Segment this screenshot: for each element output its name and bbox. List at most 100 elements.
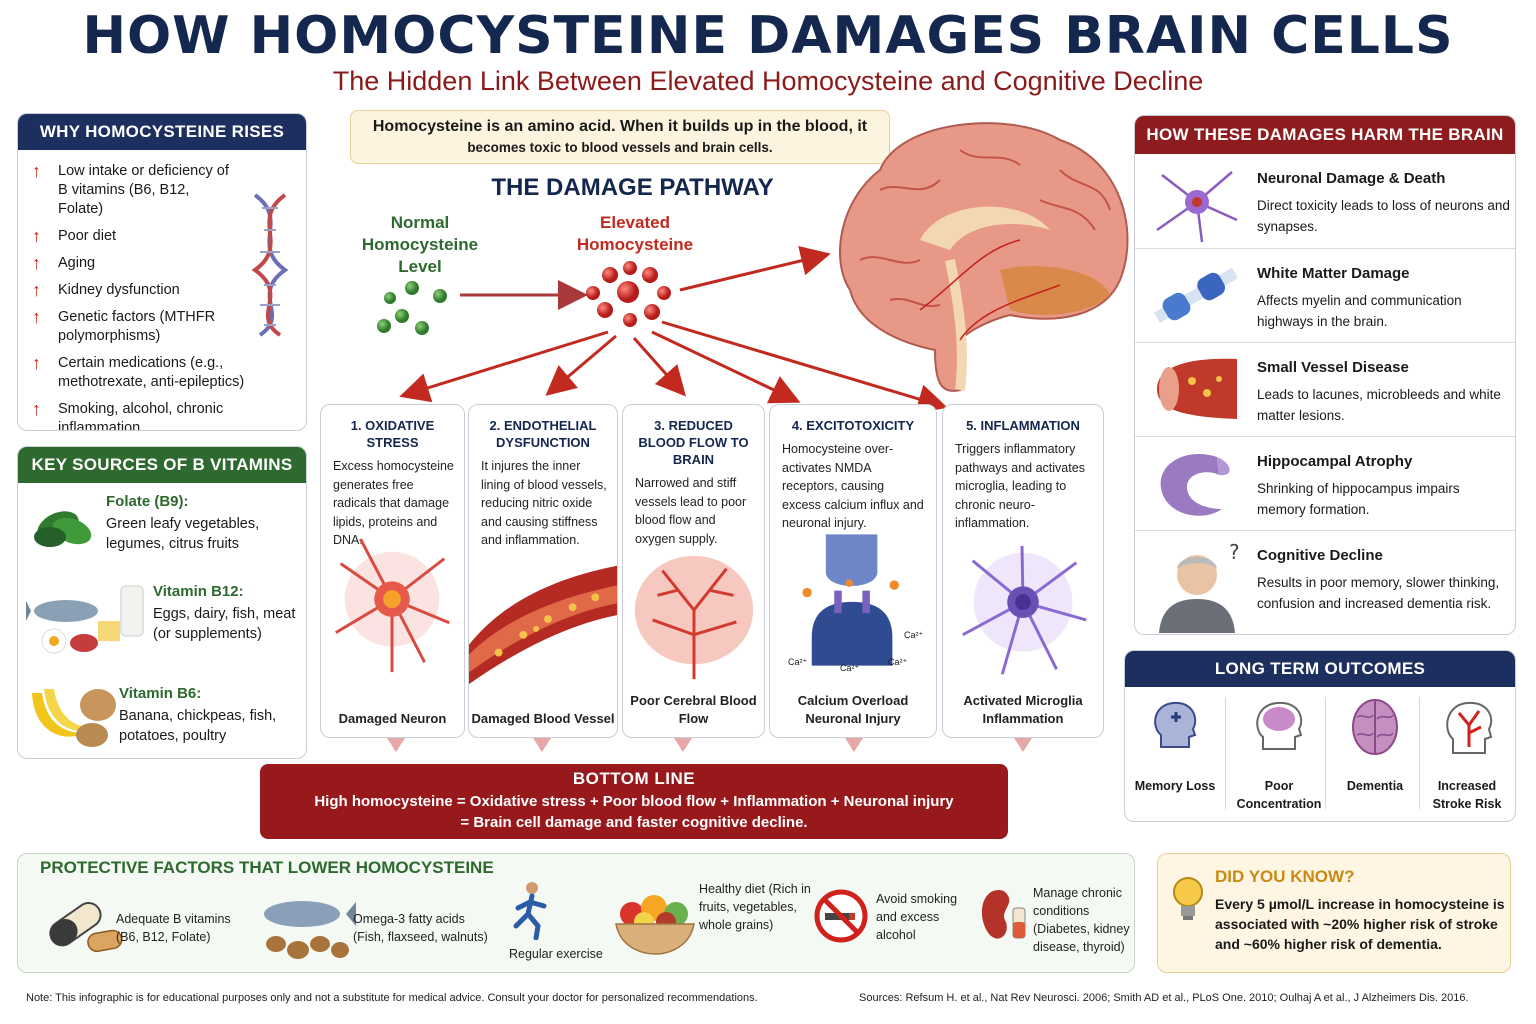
harm-item: Neuronal Damage & Death Direct toxicity … <box>1135 154 1515 248</box>
harm-item-text: Shrinking of hippocampus impairs memory … <box>1257 481 1460 517</box>
myelin-axon-icon <box>1154 267 1238 323</box>
divider <box>1325 697 1326 809</box>
harm-item-text: Affects myelin and communication highway… <box>1257 293 1462 329</box>
vitamin-name: Vitamin B12: <box>153 583 244 600</box>
nmda-receptor-icon <box>802 534 899 666</box>
card-text: Narrowed and stiff vessels lead to poor … <box>635 476 747 546</box>
vitamin-sources-title: KEY SOURCES OF B VITAMINS <box>18 447 306 483</box>
protective-item: Healthy diet (Rich in fruits, vegetables… <box>699 882 811 932</box>
arrow-down-icon <box>533 738 551 752</box>
outcomes-panel: LONG TERM OUTCOMES Memory Loss Poor Conc… <box>1124 650 1516 822</box>
pathway-card-reduced-blood-flow: 3. REDUCED BLOOD FLOW TO BRAIN Narrowed … <box>622 404 765 738</box>
did-you-know-panel: DID YOU KNOW? Every 5 µmol/L increase in… <box>1157 853 1511 973</box>
list-item: ↑Certain medications (e.g., methotrexate… <box>32 353 245 391</box>
runner-icon <box>513 882 547 940</box>
arrow-up-icon: ↑ <box>32 161 41 181</box>
did-you-know-text: Every 5 µmol/L increase in homocysteine … <box>1215 896 1505 952</box>
protective-factors-panel: PROTECTIVE FACTORS THAT LOWER HOMOCYSTEI… <box>17 853 1135 973</box>
harm-item-title: White Matter Damage <box>1257 265 1410 282</box>
protective-factors-title: PROTECTIVE FACTORS THAT LOWER HOMOCYSTEI… <box>40 858 494 877</box>
card-title: 2. ENDOTHELIAL DYSFUNCTION <box>489 418 597 450</box>
vitamin-text: Banana, chickpeas, fish, potatoes, poult… <box>119 708 277 744</box>
arrow-down-icon <box>1014 738 1032 752</box>
harm-item: Hippocampal Atrophy Shrinking of hippoca… <box>1135 436 1515 530</box>
kidney-icon <box>981 890 1026 939</box>
protective-item: Manage chronic conditions (Diabetes, kid… <box>1033 886 1130 954</box>
outcomes-title: LONG TERM OUTCOMES <box>1125 651 1515 687</box>
pathway-title: THE DAMAGE PATHWAY <box>491 174 774 201</box>
list-item: ↑Kidney dysfunction <box>32 280 180 300</box>
bottom-line-banner: BOTTOM LINE High homocysteine = Oxidativ… <box>260 764 1008 839</box>
arrow-up-icon: ↑ <box>32 399 41 419</box>
brain-head-icon <box>1256 701 1303 750</box>
did-you-know-title: DID YOU KNOW? <box>1215 867 1355 886</box>
harm-item-text: Results in poor memory, slower thinking,… <box>1257 575 1500 611</box>
list-item: ↑Aging <box>32 253 96 273</box>
card-footer: Calcium Overload Neuronal Injury <box>797 693 909 726</box>
protective-item: Avoid smoking and excess alcohol <box>876 892 958 942</box>
list-item: ↑Low intake or deficiency of B vitamins … <box>32 161 229 218</box>
protective-item: Omega-3 fatty acids (Fish, flaxseed, wal… <box>353 912 488 944</box>
outcome-label: Dementia <box>1346 779 1404 793</box>
pathway-diagram <box>377 122 1129 414</box>
arrow-down-icon <box>387 738 405 752</box>
card-footer: Damaged Blood Vessel <box>471 711 615 726</box>
bottom-line-text: High homocysteine = Oxidative stress + P… <box>314 793 954 810</box>
harm-item-title: Small Vessel Disease <box>1257 359 1409 376</box>
harm-item-title: Cognitive Decline <box>1257 547 1383 564</box>
pathway-card-inflammation: 5. INFLAMMATION Triggers inflammatory pa… <box>942 404 1104 738</box>
vitamin-sources-panel: KEY SOURCES OF B VITAMINS Folate (B9): G… <box>17 446 307 759</box>
brain-icon <box>1352 699 1398 755</box>
card-title: 3. REDUCED BLOOD FLOW TO BRAIN <box>638 418 749 467</box>
normal-molecules-icon <box>377 281 447 335</box>
elevated-level-label: Elevated Homocysteine <box>576 213 694 254</box>
outcome-memory-loss: Memory Loss <box>1127 693 1223 817</box>
harm-item-title: Neuronal Damage & Death <box>1257 170 1446 187</box>
outcome-label: Increased Stroke Risk <box>1432 779 1502 811</box>
lightbulb-icon <box>1173 877 1203 920</box>
no-smoking-icon <box>814 889 868 943</box>
fish-dairy-icon <box>26 585 144 654</box>
sources-citation: Sources: Refsum H. et al., Nat Rev Neuro… <box>859 992 1469 1004</box>
intro-line: Homocysteine is an amino acid. When it b… <box>372 118 868 135</box>
intro-line: becomes toxic to blood vessels and brain… <box>467 140 773 155</box>
svg-text:?: ? <box>1229 540 1240 564</box>
arrow-up-icon: ↑ <box>32 226 41 246</box>
blood-vessel-icon <box>1157 358 1237 419</box>
card-text: Triggers inflammatory pathways and activ… <box>955 442 1085 530</box>
damaged-neuron-icon <box>335 538 450 673</box>
vitamin-text: Eggs, dairy, fish, meat (or supplements) <box>153 606 296 642</box>
harm-title: HOW THESE DAMAGES HARM THE BRAIN <box>1135 116 1515 154</box>
pathway-card-oxidative-stress: 1. OXIDATIVE STRESS Excess homocysteine … <box>320 404 465 738</box>
harm-item: Small Vessel Disease Leads to lacunes, m… <box>1135 342 1515 436</box>
outcome-dementia: Dementia <box>1327 693 1423 817</box>
calcium-label: Ca²⁺ <box>888 657 908 667</box>
outcome-poor-concentration: Poor Concentration <box>1231 693 1327 817</box>
pathway-card-excitotoxicity: 4. EXCITOTOXICITY Homocysteine over-acti… <box>769 404 937 738</box>
calcium-label: Ca²⁺ <box>840 663 860 673</box>
disclaimer-note: Note: This infographic is for educationa… <box>26 992 758 1004</box>
normal-level-label: Normal Homocysteine Level <box>361 213 479 276</box>
arrow-down-icon <box>845 738 863 752</box>
card-text: It injures the inner lining of blood ves… <box>481 459 607 547</box>
arrow-up-icon: ↑ <box>32 253 41 273</box>
outcome-label: Poor Concentration <box>1236 779 1322 811</box>
harm-item-title: Hippocampal Atrophy <box>1257 453 1413 470</box>
arrow-up-icon: ↑ <box>32 280 41 300</box>
harm-item: ? Cognitive Decline Results in poor memo… <box>1135 530 1515 634</box>
intro-box: Homocysteine is an amino acid. When it b… <box>350 110 890 164</box>
neuron-icon <box>1156 171 1238 243</box>
card-title: 4. EXCITOTOXICITY <box>791 418 915 433</box>
list-item: ↑Poor diet <box>32 226 117 246</box>
elevated-molecules-icon <box>586 261 671 327</box>
calcium-label: Ca²⁺ <box>788 657 808 667</box>
divider <box>1419 697 1420 809</box>
vitamin-text: Green leafy vegetables, legumes, citrus … <box>106 516 260 552</box>
protective-item: Adequate B vitamins (B6, B12, Folate) <box>116 912 231 944</box>
card-footer: Poor Cerebral Blood Flow <box>630 693 757 726</box>
why-rises-list: ↑Low intake or deficiency of B vitamins … <box>18 150 306 431</box>
why-rises-title: WHY HOMOCYSTEINE RISES <box>18 114 306 150</box>
outcome-label: Memory Loss <box>1134 779 1216 793</box>
fruit-bowl-icon <box>615 895 695 955</box>
bottom-line-text: = Brain cell damage and faster cognitive… <box>460 814 808 831</box>
